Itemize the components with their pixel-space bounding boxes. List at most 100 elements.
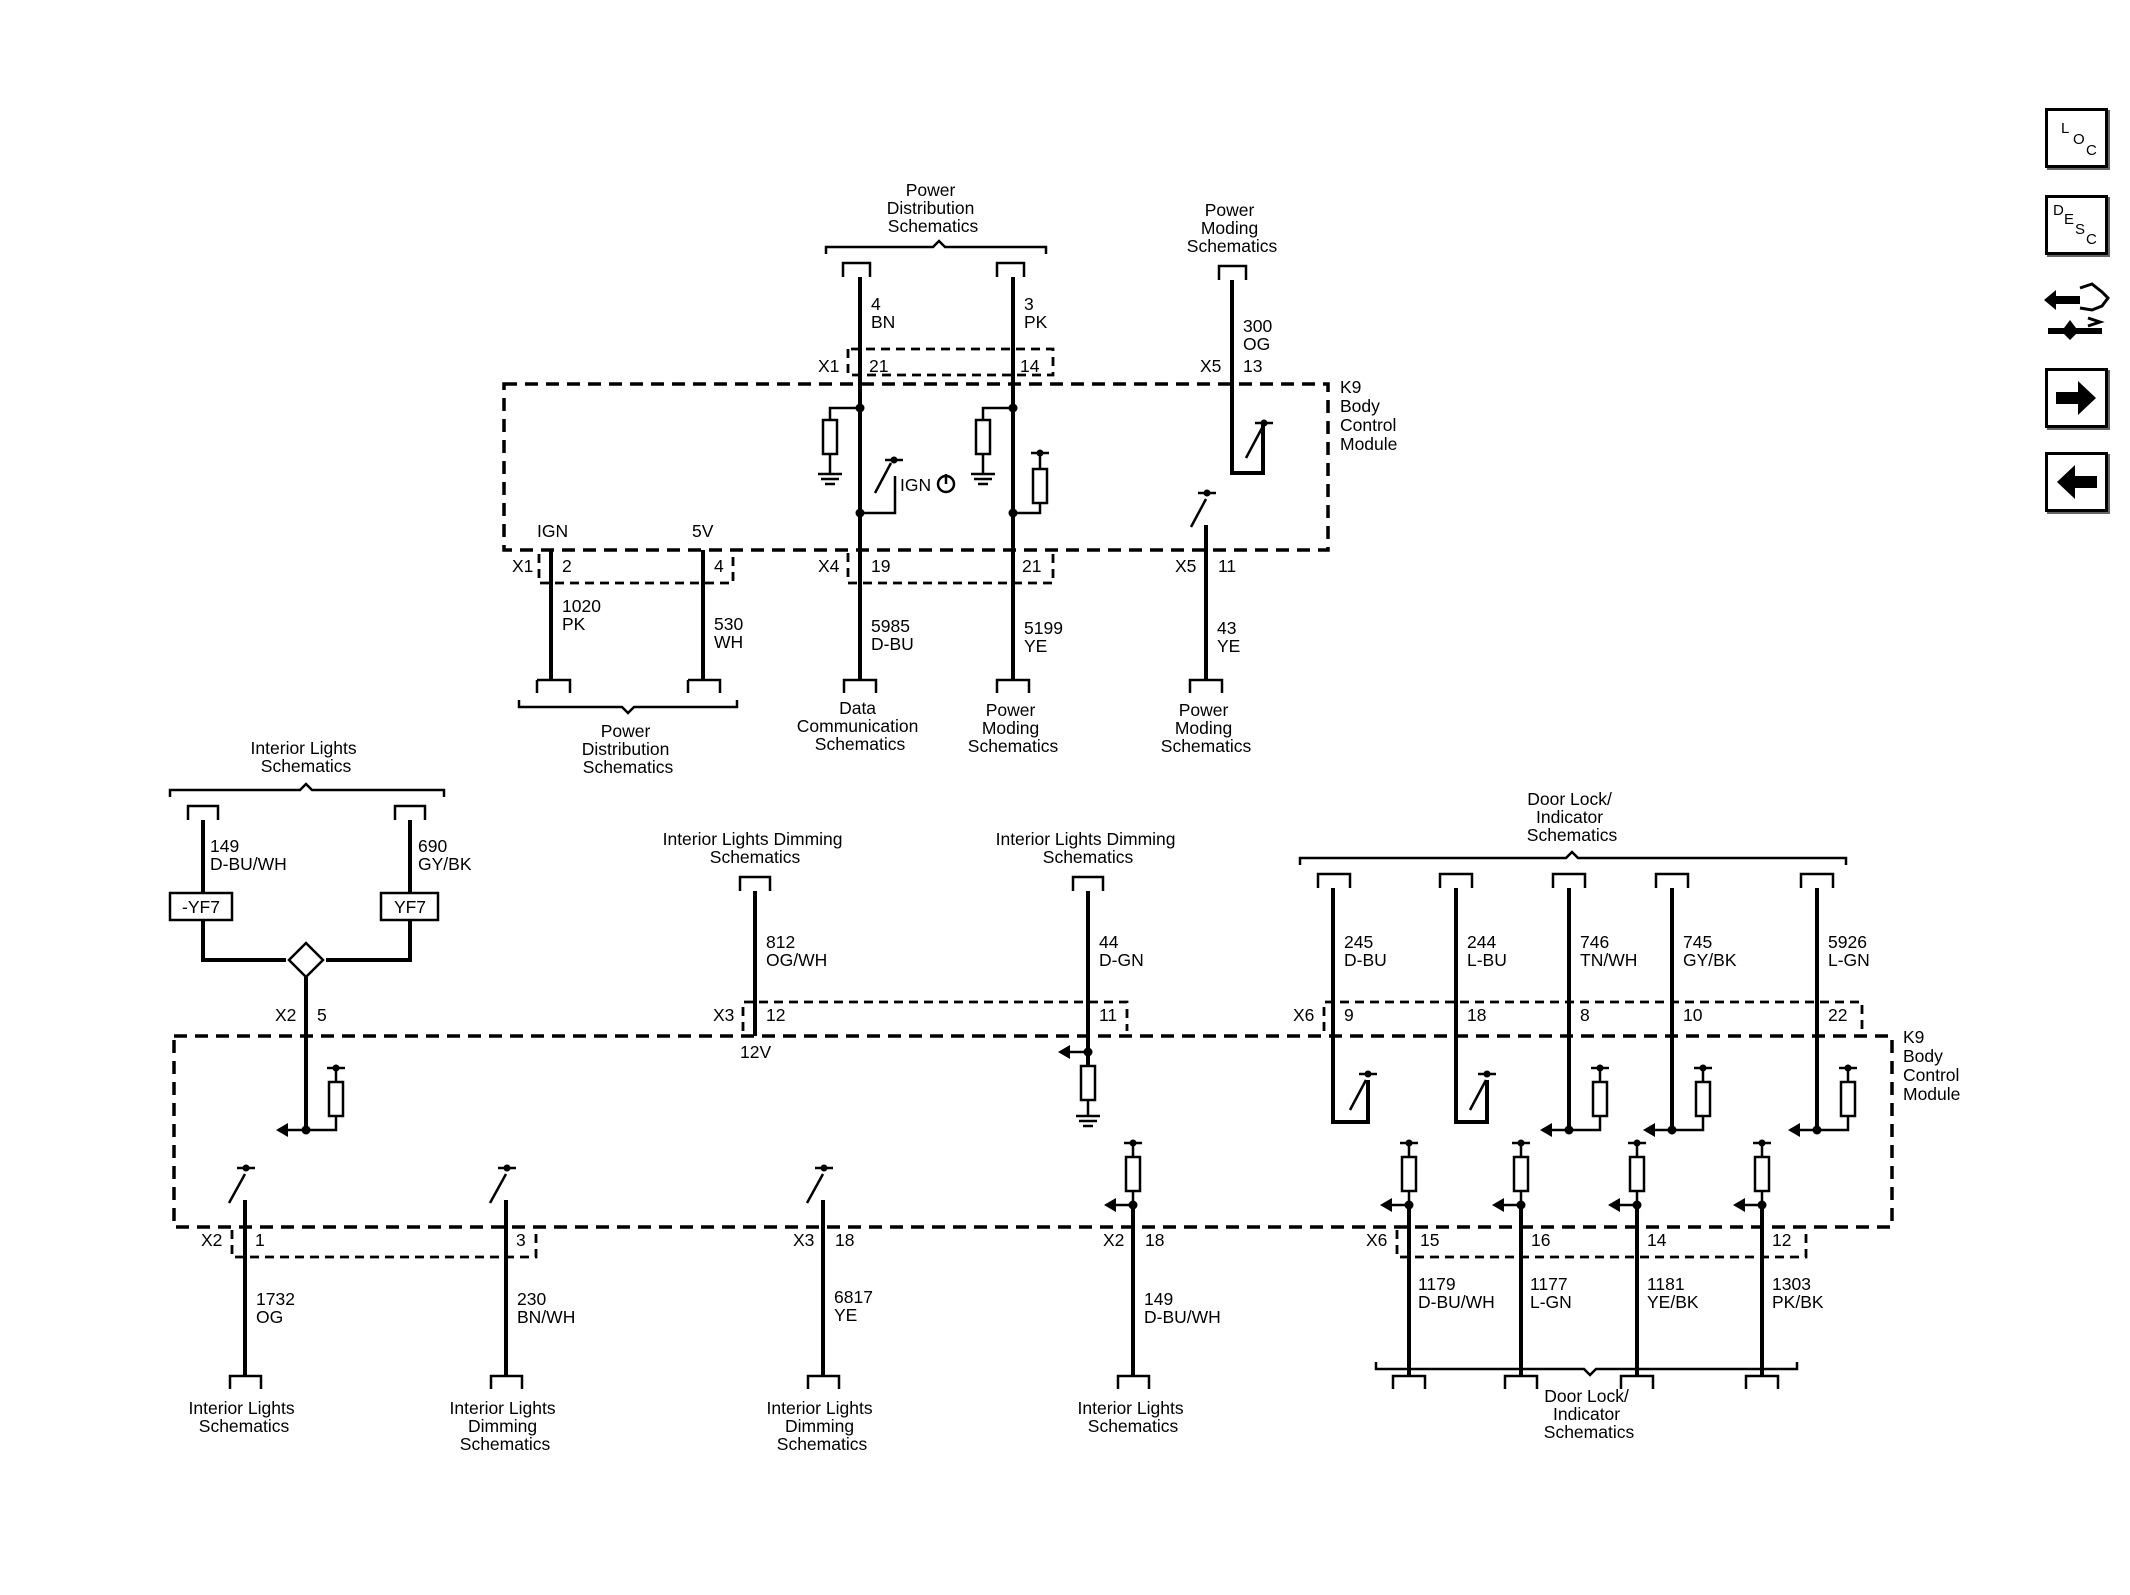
next-button[interactable] [2045,368,2108,428]
svg-text:X3: X3 [713,1005,734,1025]
svg-text:4BN: 4BN [871,294,895,332]
label-interior-lights-b1: Interior Lights Schematics [189,1398,300,1436]
connector-tool-button[interactable] [2040,278,2112,344]
desc-letter-c: C [2086,231,2097,248]
k9-module-upper [502,382,1330,552]
svg-text:18: 18 [835,1230,854,1250]
module-label-lower: K9 Body Control Module [1903,1027,1964,1104]
svg-text:16: 16 [1531,1230,1550,1250]
desc-letter-d: D [2053,202,2064,219]
svg-text:3PK: 3PK [1024,294,1048,332]
svg-text:X6: X6 [1293,1005,1314,1025]
label-power-moding-b1: Power Moding Schematics [968,700,1059,756]
svg-text:5V: 5V [692,521,714,541]
brace-bottom-pds [517,700,739,715]
label-power-moding-b2: Power Moding Schematics [1161,700,1252,756]
connector-tool-icon [2044,282,2110,340]
brace-door-lock-top [1298,850,1848,865]
previous-button[interactable] [2045,452,2108,512]
svg-text:X4: X4 [818,556,840,576]
svg-text:X2: X2 [201,1230,222,1250]
wire-244-lbu [1454,888,1489,1124]
label-power-distribution-bottom: Power Distribution Schematics [582,721,674,777]
svg-text:21: 21 [1022,556,1041,576]
svg-text:X3: X3 [793,1230,814,1250]
svg-text:X5: X5 [1175,556,1196,576]
svg-text:X5: X5 [1200,356,1221,376]
svg-text:8: 8 [1580,1005,1590,1025]
svg-text:YF7: YF7 [394,897,426,917]
svg-text:-YF7: -YF7 [182,897,220,917]
diode-splice [287,941,325,979]
label-ilds-top2: Interior Lights Dimming Schematics [996,829,1181,867]
label-interior-lights-b2: Interior Lights Schematics [1078,1398,1189,1436]
svg-text:IGN: IGN [900,475,931,495]
loc-letter-l: L [2061,120,2070,137]
svg-text:12: 12 [766,1005,785,1025]
svg-text:3: 3 [516,1230,526,1250]
label-interior-lights-top: Interior Lights Schematics [251,738,362,776]
svg-text:X2: X2 [1103,1230,1124,1250]
svg-text:11: 11 [1218,556,1236,576]
svg-text:9: 9 [1344,1005,1354,1025]
desc-letter-s: S [2075,221,2086,238]
svg-text:44D-GN: 44D-GN [1099,932,1144,970]
loc-button[interactable]: L O C [2045,108,2108,168]
svg-text:5: 5 [317,1005,327,1025]
svg-text:4: 4 [714,556,724,576]
svg-text:X1: X1 [512,556,533,576]
label-ilds-top1: Interior Lights Dimming Schematics [663,829,848,867]
svg-text:IGN: IGN [537,521,568,541]
arrow-right-icon [2056,381,2096,415]
loc-letter-o: O [2073,131,2085,148]
svg-text:18: 18 [1467,1005,1486,1025]
label-power-moding-top: Power Moding Schematics [1187,200,1278,256]
wire-245-dbu [1331,888,1370,1124]
label-door-lock-top: Door Lock/ Indicator Schematics [1527,789,1618,845]
svg-text:11: 11 [1099,1005,1117,1025]
svg-text:X1: X1 [818,356,839,376]
desc-letter-e: E [2064,211,2075,228]
svg-text:1: 1 [255,1230,265,1250]
svg-text:10: 10 [1683,1005,1703,1025]
loc-letter-c: C [2086,142,2097,159]
desc-button[interactable]: D E S C [2045,195,2108,255]
wire-300-og [1230,280,1265,475]
brace-door-lock-bottom [1374,1362,1799,1377]
brace-interior-lights [168,782,446,797]
svg-text:15: 15 [1420,1230,1439,1250]
svg-text:22: 22 [1828,1005,1847,1025]
svg-text:14: 14 [1020,356,1040,376]
svg-text:2: 2 [562,556,572,576]
svg-text:12: 12 [1772,1230,1791,1250]
svg-text:12V: 12V [740,1042,771,1062]
svg-text:X2: X2 [275,1005,296,1025]
svg-text:21: 21 [869,356,888,376]
label-ilds-b1: Interior Lights Dimming Schematics [450,1398,561,1454]
arrow-left-icon [2057,465,2097,499]
label-door-lock-bottom: Door Lock/ Indicator Schematics [1544,1386,1635,1442]
label-ilds-b2: Interior Lights Dimming Schematics [767,1398,878,1454]
svg-text:18: 18 [1145,1230,1164,1250]
brace-top-pds [824,239,1048,254]
